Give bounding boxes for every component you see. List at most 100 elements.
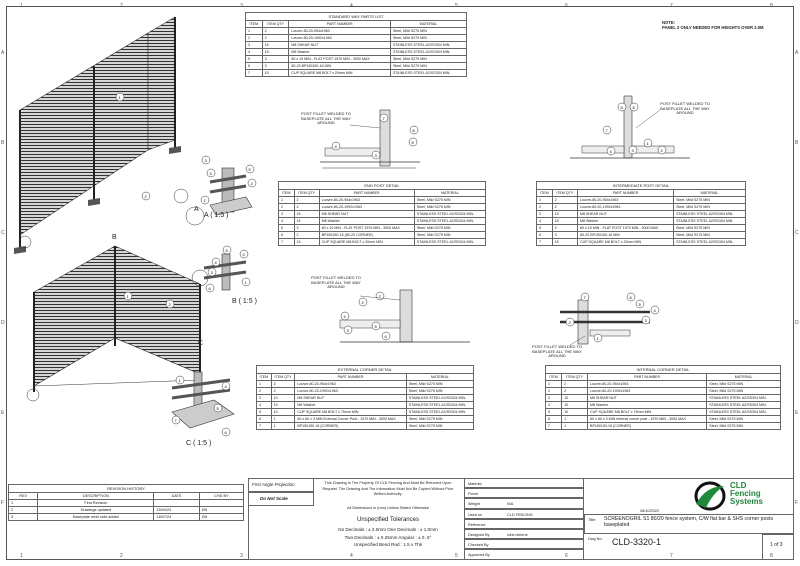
logo-mark-icon [694,481,726,511]
end-post-section: 7 6 5 4 3 [320,109,420,169]
revision-cell: Baseplate weld note added [37,513,155,521]
revision-cell: DB [198,513,245,521]
svg-text:3: 3 [645,318,648,323]
svg-text:7: 7 [175,418,178,423]
svg-text:2: 2 [569,320,572,325]
sheet-number: 1 of 3 [770,542,783,548]
weld-note-intermediate: POST FILLET WELDED TO BASEPLATE ALL THE … [660,101,710,115]
title-field-label: Finish [468,492,479,497]
zone-marker-7: 7 [670,3,673,9]
zone-marker-4: 4 [350,553,353,559]
revision-cell [198,499,245,507]
table-title: END POST DETAIL [278,181,486,189]
zone-marker-8: 8 [770,3,773,9]
tolerance-row: Unspecified Bend Rad : 1.5 x Thk [353,542,423,547]
svg-text:1: 1 [647,141,650,146]
revision-cell: 3 [7,513,39,521]
zone-marker-E: E [1,410,5,416]
title-field-value: robin.fielene [507,533,528,537]
zone-marker-8: 8 [770,553,773,559]
svg-text:1: 1 [179,378,182,383]
external-corner-section: 2 7 4 3 5 6 [339,289,470,343]
svg-text:6: 6 [209,286,212,291]
svg-text:7: 7 [606,128,609,133]
title-field-value: CLD FENCING [507,512,533,517]
weld-note-end-post: POST FILLET WELDED TO BASEPLATE ALL THE … [301,111,351,125]
intermediate-post-section: 5 6 7 4 3 1 2 [570,95,690,159]
title-field-label: Designed By [468,533,490,537]
svg-text:1: 1 [204,198,207,203]
svg-text:1: 1 [597,336,600,341]
internal-corner-section: 7 6 5 4 3 2 1 [560,292,660,346]
revision-cell: 2 [7,506,39,514]
svg-text:2: 2 [362,300,365,305]
table-cell: STAINLESS STEEL A2/SS304 MIN. [673,238,746,246]
zone-marker-1: 1 [20,3,23,9]
revision-header-cell: DATE [153,492,200,500]
dwg-no: CLD-3320-1 [612,537,662,547]
zone-marker-C: C [1,230,5,236]
svg-text:3: 3 [211,270,214,275]
revision-cell: 1 [7,499,39,507]
weld-note-internal-corner: POST FILLET WELDED TO BASEPLATE ALL THE … [532,344,582,358]
table-cell: CUP SQUARE M8 BOLT x 20mm MIN [577,238,675,246]
svg-text:3: 3 [205,158,208,163]
zone-marker-5: 5 [455,3,458,9]
zone-marker-F: F [1,500,5,506]
zone-marker-2: 2 [120,553,123,559]
svg-text:5: 5 [621,105,624,110]
tolerances-list: No Decimals : ± 2.0mm One Decimals : ± 1… [318,526,458,549]
svg-text:5: 5 [375,324,378,329]
zone-marker-7: 7 [670,553,673,559]
title-field-label: Used on [468,512,483,517]
view-label-b: B [112,234,117,241]
tolerance-row: Two Decimals : ± 0.25mm Angular : ± 0. 5… [344,534,432,540]
svg-text:4: 4 [344,314,347,319]
svg-text:1: 1 [245,280,248,285]
zone-marker-2: 2 [120,3,123,9]
zone-marker-B: B [795,140,799,146]
zone-marker-5: 5 [455,553,458,559]
table-title: STANDARD WAY PARTS LIST [245,12,467,20]
zone-marker-4: 4 [350,3,353,9]
tolerances-title: Unspecified Tolerances [357,517,419,523]
title-field-label: Weight [468,502,480,507]
revision-cell: 18/07/24 [153,513,200,521]
dwg-no-label: Dwg No: [588,537,603,541]
revision-cell: 15/04/24 [153,506,200,514]
detail-b-corner: 5 4 3 2 1 6 [203,245,251,293]
table-title: EXTERNAL CORNER DETAIL [256,365,474,373]
svg-text:6: 6 [225,430,228,435]
property-note: This Drawing Is The Property Of CLD Fenc… [322,481,454,496]
tolerance-row: No Decimals : ± 2.0mm One Decimals : ± 1… [338,527,438,532]
view-label-a: A [194,206,199,213]
svg-text:6: 6 [385,334,388,339]
svg-text:4: 4 [610,149,613,154]
title-label: Title: [588,518,597,522]
title-field-row: Reference [464,518,584,529]
note-text: PANEL 2 ONLY NEEDED FOR HEIGHTS OVER 2.0… [662,25,764,30]
view-label-a-detail: A ( 1:5 ) [204,212,229,219]
revision-header-cell: DESCRIPTION [37,492,155,500]
cld-logo: CLD Fencing Systems [690,480,794,512]
svg-text:5: 5 [249,167,252,172]
zone-marker-D: D [795,320,799,326]
note-title: NOTE: [662,20,676,25]
title-field-label: Material [468,482,482,486]
revision-cell [153,499,200,507]
svg-text:2: 2 [243,252,246,257]
svg-text:4: 4 [335,144,338,149]
revision-header-cell: REV [7,492,39,500]
fence-panel-corner: 1 2 [26,245,209,402]
